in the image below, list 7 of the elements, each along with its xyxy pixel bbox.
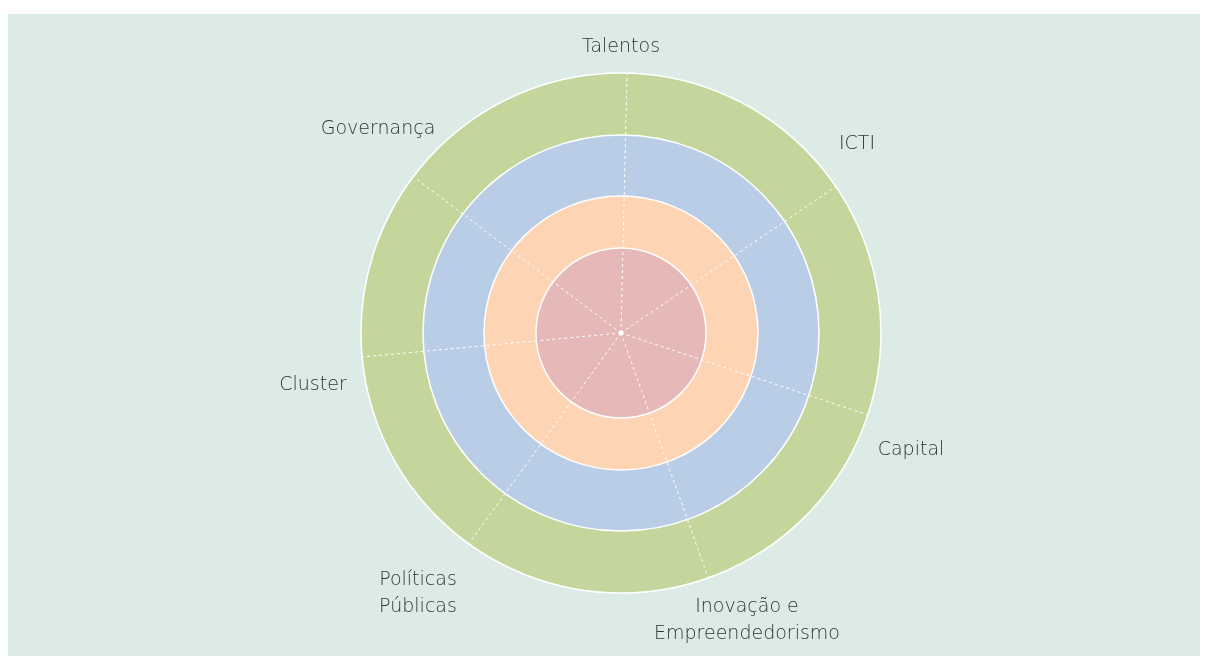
- segment-label: Capital: [877, 435, 945, 461]
- segment-label: ICTI: [838, 129, 876, 155]
- segment-label: Talentos: [581, 32, 661, 58]
- segment-label: Cluster: [279, 370, 347, 396]
- segment-label: Governança: [320, 114, 436, 140]
- segment-label: Inovação e Empreendedorismo: [653, 593, 841, 645]
- segment-label: Políticas Públicas: [378, 566, 458, 618]
